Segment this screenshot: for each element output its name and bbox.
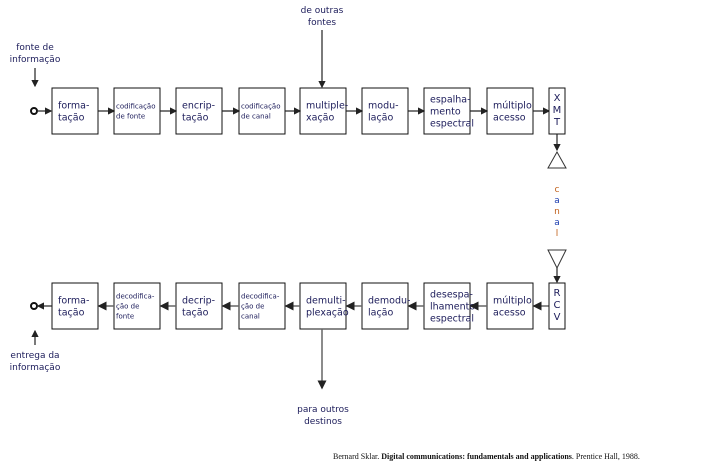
source-terminal-icon [30,107,38,115]
tx-block [361,87,409,135]
receive-antenna-icon [547,249,567,270]
tx-block-label: encrip-tação [182,100,215,123]
channel-letter: l [556,229,559,239]
rx-block [51,282,99,330]
tx-block [175,87,223,135]
rx-block [423,282,471,330]
transmit-antenna-icon [547,150,567,169]
tx-block [113,87,161,135]
tx-block [299,87,347,135]
channel-letter: n [554,207,560,217]
channel-letter: a [554,196,560,206]
rx-block [299,282,347,330]
rx-block-label: forma-tação [58,295,89,318]
tx-block [238,87,286,135]
channel-letter: a [554,218,560,228]
rx-block-label: decrip-tação [182,295,215,318]
rx-block [486,282,534,330]
sink-terminal-icon [30,302,38,310]
tx-block-label: multiple-xação [306,100,348,123]
tx-block [51,87,99,135]
rx-block-label: demodu-lação [368,295,410,318]
rx-block [113,282,161,330]
rx-block [175,282,223,330]
tx-block-label: modu-lação [368,100,399,123]
channel-letter: c [555,185,560,195]
tx-block-label: forma-tação [58,100,89,123]
citation: Bernard Sklar. Digital communications: f… [333,452,640,461]
rx-block-label: demulti-plexação [306,295,349,318]
